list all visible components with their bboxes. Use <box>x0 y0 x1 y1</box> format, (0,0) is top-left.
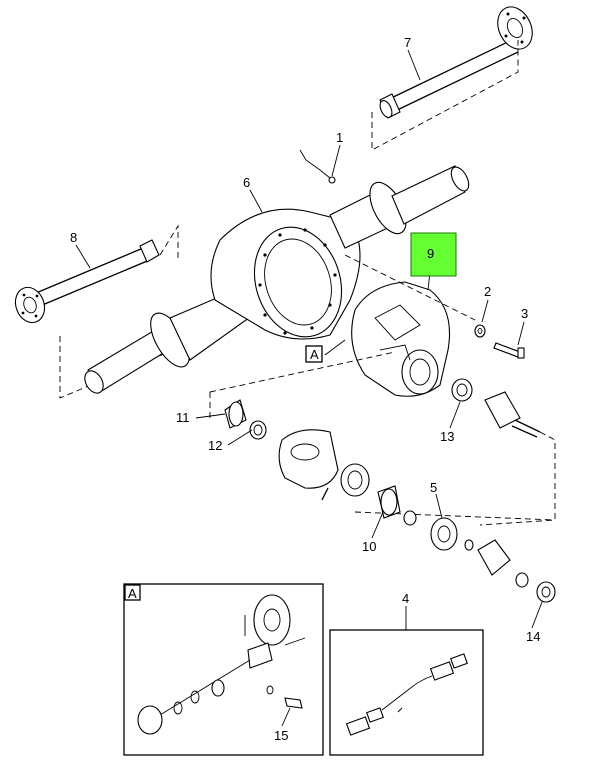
axle-shaft-8 <box>14 239 160 324</box>
detail-a-tag: A <box>128 586 137 601</box>
leader-lines <box>75 49 543 727</box>
callout-6[interactable]: 6 <box>243 175 250 190</box>
differential-case <box>278 429 339 501</box>
spacer <box>403 510 417 526</box>
callout-14[interactable]: 14 <box>526 629 540 644</box>
wiring-harness-4 <box>345 653 468 736</box>
oil-seal-13 <box>451 378 473 402</box>
nut-14 <box>536 581 556 603</box>
callout-13[interactable]: 13 <box>440 429 454 444</box>
axle-housing-6 <box>84 149 470 394</box>
callout-11[interactable]: 11 <box>176 410 190 425</box>
bearing-5 <box>430 517 458 551</box>
view-a-tag-box <box>305 345 323 363</box>
differential-carrier-9 <box>351 281 451 397</box>
washer-2 <box>474 324 486 338</box>
bearing-cup-12 <box>249 420 267 440</box>
view-a-label[interactable]: A <box>310 347 319 362</box>
axle-shaft-7 <box>379 6 533 119</box>
callout-2[interactable]: 2 <box>484 284 491 299</box>
bolt-3 <box>493 342 525 359</box>
callout-15[interactable]: 15 <box>274 728 288 743</box>
callout-9-highlight[interactable] <box>410 232 457 277</box>
callout-3[interactable]: 3 <box>521 306 528 321</box>
callout-4[interactable]: 4 <box>402 591 409 606</box>
callout-9[interactable]: 9 <box>427 246 434 261</box>
yoke <box>464 539 529 588</box>
bearing-cup-right <box>340 463 370 497</box>
detail-a-parts <box>137 594 306 735</box>
callout-10[interactable]: 10 <box>362 539 376 554</box>
callout-1[interactable]: 1 <box>336 130 343 145</box>
callout-8[interactable]: 8 <box>70 230 77 245</box>
callout-5[interactable]: 5 <box>430 480 437 495</box>
bearing-cone-10 <box>377 485 401 519</box>
callout-12[interactable]: 12 <box>208 438 222 453</box>
detail-a-tag-box <box>124 584 141 601</box>
detail-a-frame <box>123 583 324 756</box>
pinion-gear <box>484 391 541 438</box>
harness-frame <box>329 629 484 756</box>
callout-7[interactable]: 7 <box>404 35 411 50</box>
bearing-cone-11 <box>224 399 247 429</box>
